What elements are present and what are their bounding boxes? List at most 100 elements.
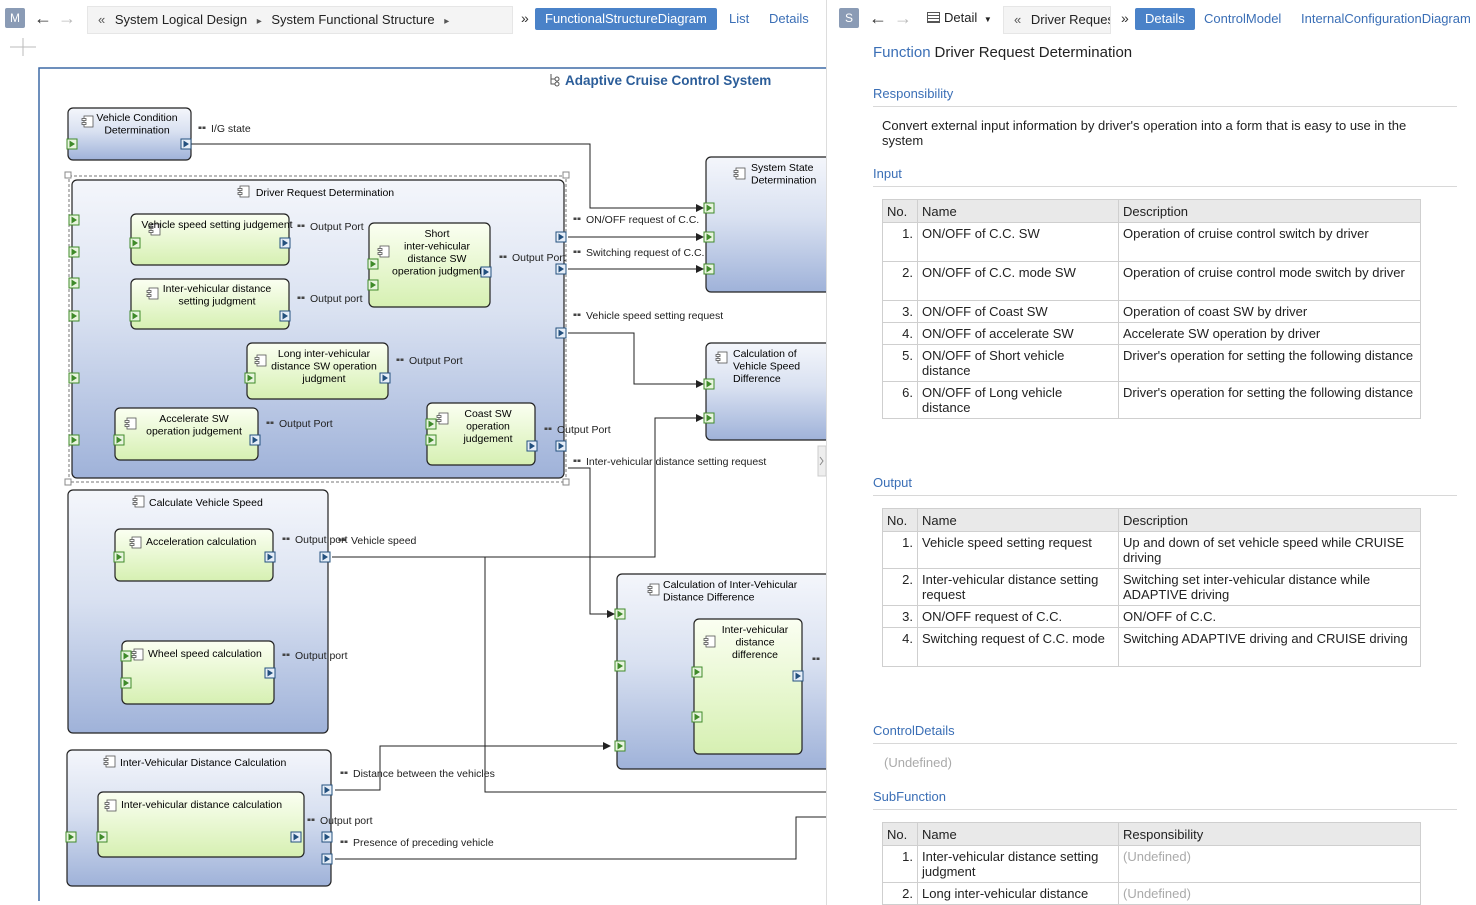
col-no: No. — [882, 822, 918, 846]
breadcrumb-item[interactable]: System Logical Design — [114, 12, 248, 27]
col-name: Name — [917, 199, 1119, 223]
functional-structure-diagram[interactable]: Adaptive Cruise Control System — [0, 0, 826, 905]
block-label: Inter-vehicular distance calculation — [121, 799, 282, 811]
svg-text:Distance between the vehicles: Distance between the vehicles — [353, 768, 495, 780]
block-inter-distance-calc[interactable]: Inter-vehicular distance calculation — [96, 791, 305, 858]
block-label: Acceleration calculation — [146, 536, 256, 548]
svg-text:Output port: Output port — [310, 293, 363, 305]
caret-down-icon: ▼ — [983, 15, 992, 24]
breadcrumb: « System Logical Design ▸ System Functio… — [87, 6, 513, 34]
svg-text:Output Port: Output Port — [512, 252, 566, 264]
left-toolbar: M ← → « System Logical Design ▸ System F… — [0, 0, 826, 38]
svg-text:Vehicle speed setting request: Vehicle speed setting request — [586, 310, 723, 322]
svg-text:I/G state: I/G state — [211, 123, 251, 135]
svg-text:ON/OFF request of C.C.: ON/OFF request of C.C. — [586, 214, 699, 226]
diagram-title: Adaptive Cruise Control System — [550, 73, 771, 88]
details-pane: S ← → Detail ▼ « Driver Request Determin… — [826, 0, 1476, 905]
svg-text:Output port: Output port — [295, 534, 348, 546]
breadcrumb-item[interactable]: System Functional Structure — [271, 12, 435, 27]
svg-text:Presence of preceding vehicle: Presence of preceding vehicle — [353, 837, 494, 849]
col-description: Description — [1118, 199, 1421, 223]
tab-details[interactable]: Details — [769, 11, 809, 26]
tab-functional-structure-diagram[interactable]: FunctionalStructureDiagram — [535, 8, 717, 30]
input-table: No. Name Description 1.ON/OFF of C.C. SW… — [882, 199, 1421, 419]
system-frame — [38, 67, 826, 901]
svg-text:Output Port: Output Port — [557, 424, 611, 436]
col-no: No. — [882, 508, 918, 532]
structure-badge[interactable]: S — [839, 8, 859, 28]
block-acceleration-calc[interactable]: Acceleration calculation — [113, 528, 276, 582]
section-output: Output — [873, 475, 1457, 496]
tab-details[interactable]: Details — [1135, 8, 1195, 30]
crosshair-icon[interactable] — [8, 36, 38, 58]
collapse-handle[interactable] — [817, 445, 826, 477]
model-badge[interactable]: M — [5, 8, 25, 28]
table-row[interactable]: 1.Inter-vehicular distance setting judgm… — [882, 845, 1421, 883]
col-name: Name — [917, 822, 1119, 846]
control-details-value: (Undefined) — [884, 755, 952, 770]
block-vehicle-speed-setting[interactable]: Vehicle speed setting judgement — [129, 213, 293, 266]
breadcrumb-item[interactable]: Driver Request Determination — [1030, 12, 1110, 27]
right-toolbar: S ← → Detail ▼ « Driver Request Determin… — [827, 0, 1476, 38]
output-table: No. Name Description 1.Vehicle speed set… — [882, 508, 1421, 667]
svg-text:Output port: Output port — [295, 650, 348, 662]
block-label: Vehicle speed setting judgement — [141, 219, 292, 231]
block-label: Wheel speed calculation — [148, 648, 262, 660]
col-name: Name — [917, 508, 1119, 532]
tab-internal-configuration-diagram[interactable]: InternalConfigurationDiagram — [1301, 11, 1471, 26]
more-crumbs-icon[interactable]: » — [521, 10, 529, 26]
tab-control-model[interactable]: ControlModel — [1204, 11, 1282, 26]
section-subfunction: SubFunction — [873, 789, 1457, 810]
table-row[interactable]: 2.Inter-vehicular distance setting reque… — [882, 568, 1421, 606]
block-wheel-speed-calc[interactable]: Wheel speed calculation — [120, 640, 276, 705]
tab-list[interactable]: List — [729, 11, 750, 26]
list-icon — [927, 12, 940, 23]
svg-text:Inter-vehicular distance setti: Inter-vehicular distance setting request — [586, 456, 766, 468]
svg-text:Vehicle speed: Vehicle speed — [351, 535, 417, 547]
block-label: Calculate Vehicle Speed — [149, 497, 263, 509]
back-arrow-icon[interactable]: ← — [869, 8, 887, 28]
section-input: Input — [873, 166, 1457, 187]
forward-arrow-icon[interactable]: → — [894, 8, 912, 28]
detail-menu[interactable]: Detail ▼ — [927, 10, 992, 25]
breadcrumb: « Driver Request Determination — [1003, 6, 1111, 34]
function-keyword: Function — [873, 44, 931, 61]
forward-arrow-icon[interactable]: → — [58, 8, 76, 28]
svg-text:Output Port: Output Port — [409, 355, 463, 367]
table-row[interactable]: 3.ON/OFF request of C.C.ON/OFF of C.C. — [882, 605, 1421, 628]
flow-labels: I/G state Output Port Output port Output… — [198, 123, 820, 849]
table-row[interactable]: 2.Long inter-vehicular distance(Undefine… — [882, 882, 1421, 905]
subfunction-table: No. Name Responsibility 1.Inter-vehicula… — [882, 822, 1421, 905]
col-no: No. — [882, 199, 918, 223]
more-crumbs-icon[interactable]: » — [1121, 10, 1129, 26]
responsibility-text: Convert external input information by dr… — [882, 118, 1407, 148]
back-arrow-icon[interactable]: ← — [34, 8, 52, 28]
function-name: Driver Request Determination — [934, 44, 1133, 61]
section-responsibility: Responsibility — [873, 86, 1457, 107]
